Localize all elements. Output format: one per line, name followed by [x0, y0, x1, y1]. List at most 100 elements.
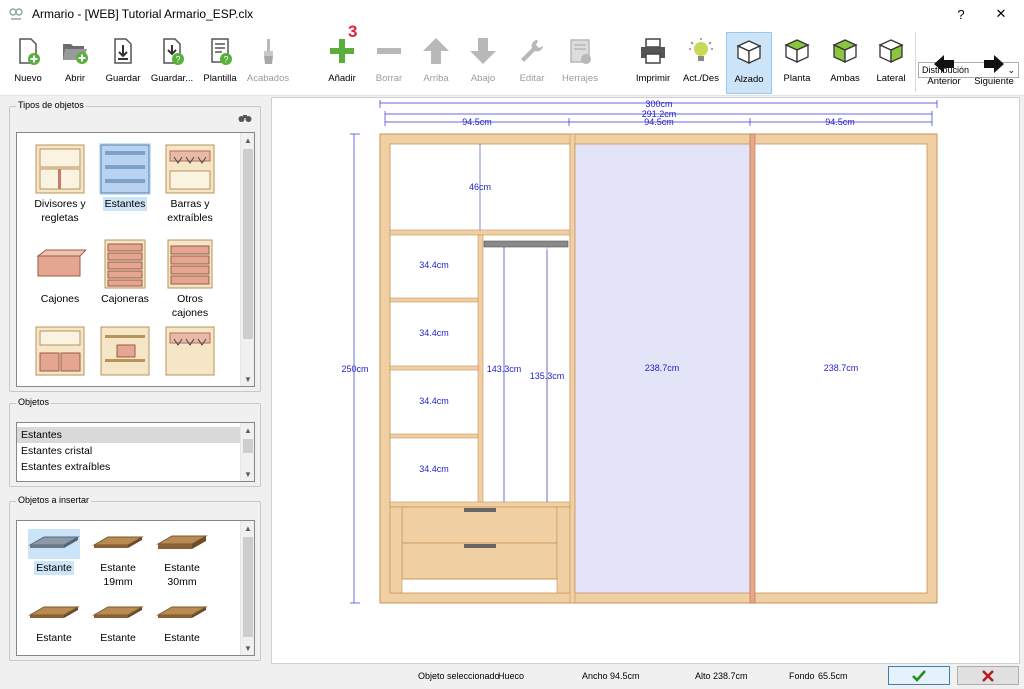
- print-button[interactable]: Imprimir: [633, 32, 673, 94]
- binoculars-icon[interactable]: [238, 113, 252, 123]
- annotation-3: 3: [348, 22, 358, 41]
- scrollbar-thumb[interactable]: [243, 537, 253, 637]
- scroll-down-icon[interactable]: ▼: [244, 374, 252, 384]
- insert-item-shelf-19mm[interactable]: Estante 19mm: [87, 529, 149, 589]
- add-button[interactable]: Añadir: [322, 32, 362, 94]
- shelf[interactable]: [389, 365, 479, 371]
- delete-button[interactable]: Borrar: [369, 32, 409, 94]
- object-type-other-drawers[interactable]: Otros cajones: [159, 238, 221, 320]
- plus-icon: [330, 39, 354, 63]
- close-icon: [982, 669, 994, 682]
- object-type-shelves[interactable]: Estantes: [94, 143, 156, 211]
- base-shelf[interactable]: [389, 501, 571, 508]
- shelf[interactable]: [389, 297, 479, 303]
- bars-thumbnail: [165, 144, 215, 194]
- object-type-hangers[interactable]: [159, 325, 221, 377]
- previous-button[interactable]: Anterior: [924, 54, 964, 94]
- scroll-down-icon[interactable]: ▼: [244, 469, 252, 479]
- selected-object-value: Hueco: [498, 671, 525, 681]
- svg-text:?: ?: [175, 55, 180, 65]
- dim-column-1: 94.5cm: [462, 117, 492, 127]
- side-view-button[interactable]: Lateral: [870, 32, 912, 94]
- hardware-icon: [570, 39, 591, 64]
- top-shelf[interactable]: [389, 229, 571, 236]
- title-bar: Armario - [WEB] Tutorial Armario_ESP.clx…: [0, 0, 1024, 28]
- object-type-chest[interactable]: Cajoneras: [94, 238, 156, 306]
- toggle-button[interactable]: Act./Des: [680, 32, 722, 94]
- scroll-up-icon[interactable]: ▲: [244, 425, 252, 435]
- move-down-button[interactable]: Abajo: [463, 32, 503, 94]
- move-up-button[interactable]: Arriba: [416, 32, 456, 94]
- accept-button[interactable]: [888, 666, 950, 685]
- object-type-cabinet[interactable]: [29, 325, 91, 377]
- width-dimension-lines: [350, 100, 938, 604]
- insert-objects-scrollbar[interactable]: ▲ ▼: [240, 521, 254, 655]
- finishes-button[interactable]: Acabados: [246, 32, 290, 94]
- shelf[interactable]: [389, 433, 479, 439]
- object-type-dividers[interactable]: Divisores y regletas: [29, 143, 91, 225]
- dim-shelf-gap: 34.4cm: [419, 464, 449, 474]
- dim-column-2: 94.5cm: [644, 117, 674, 127]
- scroll-up-icon[interactable]: ▲: [244, 135, 252, 145]
- scrollbar-thumb[interactable]: [243, 439, 253, 453]
- object-type-drawers[interactable]: Cajones: [29, 238, 91, 306]
- minus-icon: [377, 48, 401, 54]
- save-as-icon: ?: [163, 38, 184, 65]
- toolbar: Nuevo Abrir Guardar ? Guardar... ? Plant…: [0, 28, 1024, 96]
- insert-objects-list: Estante Estante 19mm Estante 30mm Estant…: [16, 520, 255, 656]
- right-compartment[interactable]: [754, 143, 928, 594]
- drawer-front[interactable]: [401, 506, 558, 544]
- open-folder-icon: [63, 44, 88, 64]
- open-button[interactable]: Abrir: [55, 32, 95, 94]
- plan-view-button[interactable]: Planta: [776, 32, 818, 94]
- close-window-button[interactable]: ✕: [995, 6, 1007, 21]
- object-type-bars[interactable]: Barras y extraíbles: [159, 143, 221, 225]
- division-panel-highlight[interactable]: [749, 133, 756, 604]
- list-item-pullout-shelves[interactable]: Estantes extraíbles: [21, 461, 111, 473]
- drawing-canvas[interactable]: 300cm 291.2cm 94.5cm 94.5cm 94.5cm 250cm: [271, 97, 1020, 664]
- template-button[interactable]: ? Plantilla: [200, 32, 240, 94]
- chest-thumbnail: [104, 239, 146, 289]
- elevation-view-button[interactable]: Alzado: [726, 32, 772, 94]
- save-as-button[interactable]: ? Guardar...: [148, 32, 196, 94]
- drawer-front[interactable]: [401, 542, 558, 580]
- scrollbar-thumb[interactable]: [243, 149, 253, 339]
- save-button[interactable]: Guardar: [103, 32, 143, 94]
- chevron-down-icon: ⌄: [1007, 65, 1015, 75]
- next-button[interactable]: Siguiente: [972, 54, 1016, 94]
- hangers-thumbnail: [165, 326, 215, 376]
- scroll-down-icon[interactable]: ▼: [244, 643, 252, 653]
- dim-shelf-gap: 34.4cm: [419, 396, 449, 406]
- insert-item-shelf-5[interactable]: Estante: [87, 599, 149, 645]
- insert-item-shelf-4[interactable]: Estante: [23, 599, 85, 645]
- division-panel[interactable]: [569, 133, 576, 604]
- dim-middle-height: 238.7cm: [645, 363, 680, 373]
- insert-item-shelf-30mm[interactable]: Estante 30mm: [151, 529, 213, 589]
- object-type-shelf-box[interactable]: [94, 325, 156, 377]
- dim-hanging-height: 143.3cm: [487, 364, 522, 374]
- new-button[interactable]: Nuevo: [8, 32, 48, 94]
- insert-item-shelf[interactable]: Estante: [23, 529, 85, 575]
- objects-scrollbar[interactable]: ▲ ▼: [240, 423, 254, 481]
- object-types-scrollbar[interactable]: ▲ ▼: [240, 133, 254, 386]
- new-file-icon: [19, 38, 40, 65]
- insert-item-shelf-6[interactable]: Estante: [151, 599, 213, 645]
- dim-inner-width: 291.2cm: [642, 109, 677, 119]
- dim-total-height: 250cm: [341, 364, 368, 374]
- dim-right-height: 238.7cm: [824, 363, 859, 373]
- toolbar-separator: [915, 32, 916, 92]
- edit-button[interactable]: Editar: [512, 32, 552, 94]
- middle-compartment-selected[interactable]: [574, 143, 751, 594]
- vertical-divider[interactable]: [477, 234, 484, 504]
- both-view-button[interactable]: Ambas: [824, 32, 866, 94]
- help-button[interactable]: ?: [957, 6, 965, 22]
- hardware-button[interactable]: Herrajes: [558, 32, 602, 94]
- wardrobe-elevation-drawing[interactable]: 300cm 291.2cm 94.5cm 94.5cm 94.5cm 250cm: [272, 98, 1019, 663]
- hanging-rail[interactable]: [483, 240, 569, 248]
- cube-both-icon: [832, 39, 858, 64]
- cancel-button[interactable]: [957, 666, 1019, 685]
- drawers-thumbnail: [36, 249, 86, 277]
- list-item-shelves[interactable]: Estantes: [17, 427, 240, 443]
- list-item-glass-shelves[interactable]: Estantes cristal: [21, 445, 93, 457]
- scroll-up-icon[interactable]: ▲: [244, 523, 252, 533]
